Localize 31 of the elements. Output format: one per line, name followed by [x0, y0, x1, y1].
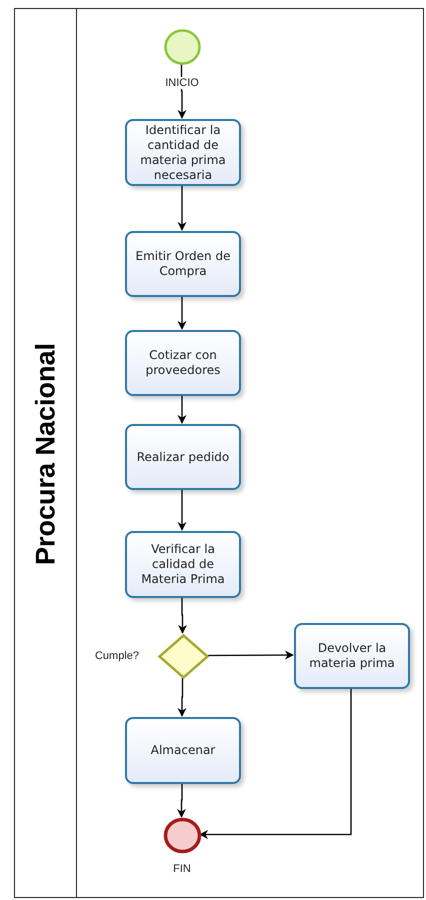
task-label: Verificar la calidad de Materia Prima	[140, 542, 226, 587]
task-box	[125, 424, 241, 490]
task-label: Emitir Orden de Compra	[134, 249, 232, 279]
sequence-arrow	[178, 395, 186, 424]
task-box	[294, 623, 410, 689]
sequence-arrow	[178, 678, 186, 717]
task-label: Identificar la cantidad de materia prima necesaria	[139, 122, 227, 182]
event-label: INICIO	[163, 77, 201, 89]
sequence-arrow	[177, 783, 186, 818]
task-label: Realizar pedido	[136, 450, 230, 464]
task-box	[125, 330, 241, 396]
sequence-arrow	[178, 489, 186, 531]
event-label: FIN	[171, 863, 193, 875]
sequence-arrow	[178, 597, 187, 634]
task-box	[125, 717, 241, 784]
task-box	[125, 119, 241, 186]
lane-title: Procura Nacional	[30, 342, 62, 566]
event-circle	[164, 818, 201, 853]
sequence-arrow	[208, 650, 294, 660]
decision-diamond	[158, 634, 209, 679]
sequence-arrow	[178, 296, 186, 330]
task-label: Cotizar con proveedores	[144, 348, 222, 378]
gateway-label: Cumple?	[92, 650, 141, 662]
sequence-arrow	[178, 185, 186, 231]
task-label: Almacenar	[150, 743, 216, 758]
sequence-arrow	[199, 688, 352, 839]
task-label: Devolver la materia prima	[308, 641, 396, 671]
event-circle	[164, 29, 201, 65]
task-box	[125, 531, 241, 598]
swimlane-pool	[14, 8, 424, 898]
task-box	[125, 231, 241, 297]
